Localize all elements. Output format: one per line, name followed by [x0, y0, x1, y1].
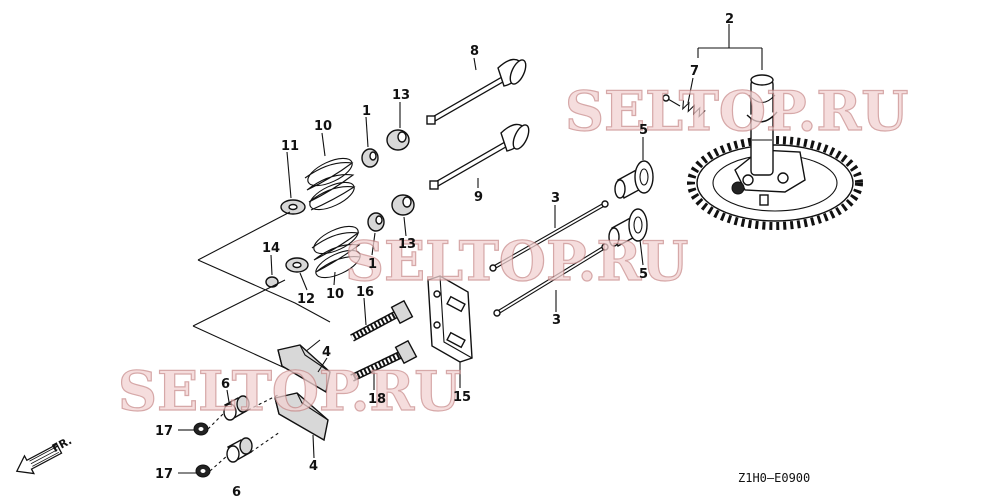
watermark-bottom: SELTOP.RU [118, 359, 461, 423]
valve-seal-lower [391, 194, 415, 216]
valve-keeper-lower [367, 212, 385, 232]
push-rod-guide-plate [427, 275, 473, 363]
label-part-3-upper: 3 [551, 191, 560, 206]
diagram-code: Z1H0—E0900 [738, 471, 810, 485]
label-part-8: 8 [470, 44, 479, 59]
camshaft-gear [687, 74, 863, 230]
label-part-2: 2 [725, 12, 734, 27]
label-part-18: 18 [368, 392, 386, 407]
pivot-bolt-upper [350, 299, 414, 342]
valve-keeper-upper [361, 148, 379, 168]
label-part-6-upper: 6 [221, 377, 230, 392]
pivot-nut-upper [193, 422, 209, 436]
intake-valve [426, 58, 527, 125]
front-indicator-label: FR. [50, 434, 74, 455]
pivot-nut-lower [195, 464, 211, 478]
label-part-1-upper: 1 [362, 104, 371, 119]
label-part-7: 7 [690, 64, 699, 79]
label-part-14: 14 [262, 241, 280, 256]
exhaust-valve [429, 123, 530, 190]
rocker-pivot-upper [223, 395, 250, 421]
label-part-10-lower: 10 [326, 287, 344, 302]
valve-cap [265, 276, 279, 288]
watermark-middle: SELTOP.RU [345, 229, 688, 293]
rocker-arm-lower [274, 392, 329, 442]
label-part-4-upper: 4 [322, 345, 331, 360]
valve-seal-upper [386, 129, 410, 151]
valve-spring-lower [311, 225, 361, 279]
rocker-pivot-lower [226, 437, 253, 463]
label-part-17-upper: 17 [155, 424, 173, 439]
decompressor-spring [662, 94, 706, 118]
push-rod-lower [493, 243, 609, 317]
label-part-6-lower: 6 [232, 485, 241, 500]
tappet-upper [614, 160, 654, 200]
label-part-13-lower: 13 [398, 237, 416, 252]
label-part-4-lower: 4 [309, 459, 318, 474]
label-part-1-lower: 1 [368, 257, 377, 272]
label-part-13-upper: 13 [392, 88, 410, 103]
valve-spring-upper [304, 157, 356, 211]
label-part-5-lower: 5 [639, 267, 648, 282]
spring-retainer-lower [285, 257, 309, 273]
spring-retainer [280, 199, 306, 215]
leader-lines [178, 24, 763, 474]
label-part-16: 16 [356, 285, 374, 300]
label-part-3-lower: 3 [552, 313, 561, 328]
watermark-top: SELTOP.RU [565, 79, 908, 143]
label-part-9: 9 [474, 190, 483, 205]
rocker-arm-upper [277, 344, 331, 394]
label-part-12: 12 [297, 292, 315, 307]
push-rod-upper [489, 200, 609, 272]
front-arrow-icon [15, 443, 63, 475]
label-part-11: 11 [281, 139, 299, 154]
label-part-10-upper: 10 [314, 119, 332, 134]
label-part-5-upper: 5 [639, 123, 648, 138]
label-part-15: 15 [453, 390, 471, 405]
label-part-17-lower: 17 [155, 467, 173, 482]
pivot-bolt-lower [350, 339, 418, 382]
tappet-lower [608, 208, 648, 248]
